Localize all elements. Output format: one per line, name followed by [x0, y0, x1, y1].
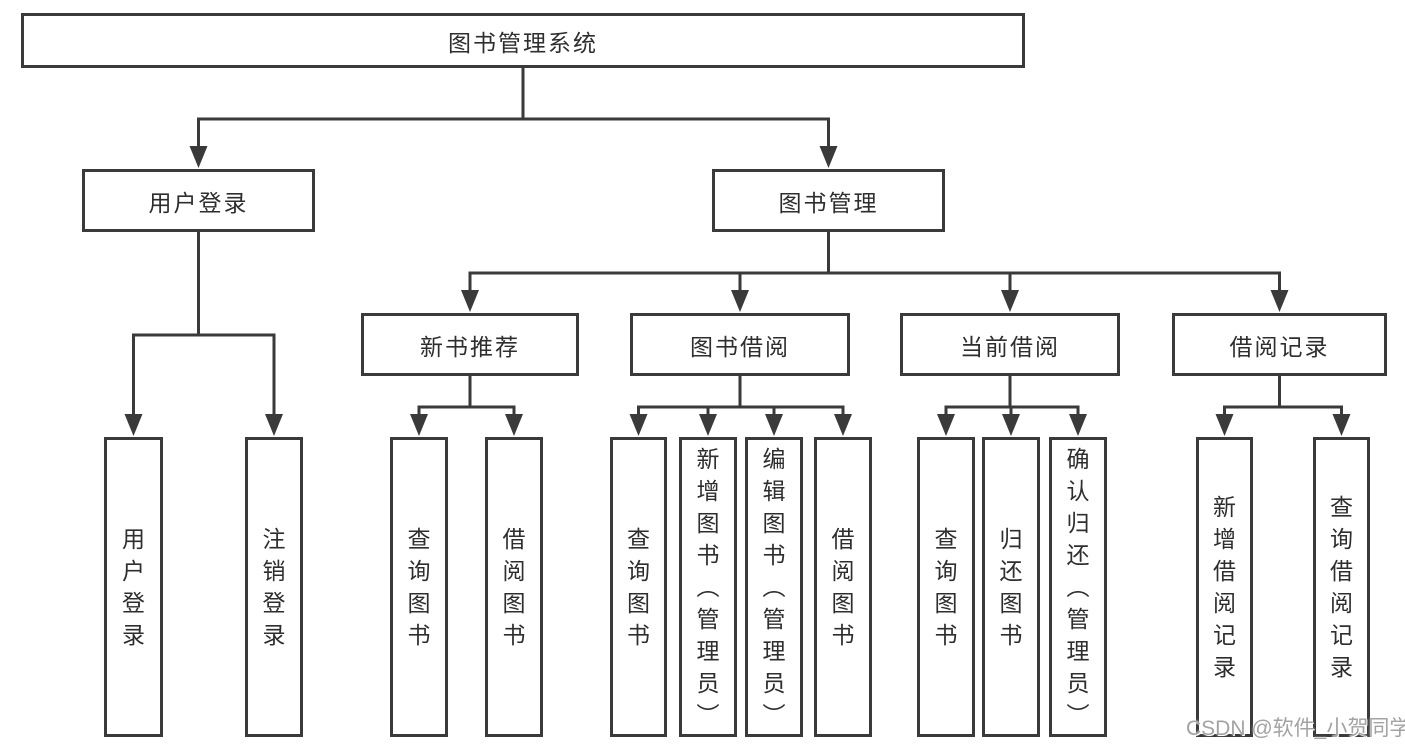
node-label: 查 询 图 书	[407, 526, 431, 648]
arrowhead-icon	[505, 414, 523, 436]
node-label: 借 阅 图 书	[831, 526, 855, 648]
node-root: 图书管理系统	[21, 13, 1025, 68]
node-book-borrow: 图书借阅	[630, 313, 850, 376]
node-label: 查 询 图 书	[627, 526, 650, 648]
node-label: 注 销 登 录	[262, 526, 286, 648]
arrowhead-icon	[265, 414, 283, 436]
node-current-borrow: 当前借阅	[900, 313, 1120, 376]
arrowhead-icon	[1002, 414, 1020, 436]
arrowhead-icon	[1332, 414, 1351, 436]
node-leaf-bb-borrow: 借 阅 图 书	[814, 437, 872, 737]
node-borrow-records: 借阅记录	[1172, 313, 1387, 376]
node-leaf-br-add: 新 增 借 阅 记 录	[1196, 437, 1253, 737]
node-label: 借 阅 图 书	[502, 526, 526, 648]
arrowhead-icon	[1069, 414, 1087, 436]
node-leaf-rec-query: 查 询 图 书	[390, 437, 448, 737]
node-leaf-bb-edit: 编 辑 图 书 ︵ 管 理 员 ︶	[745, 437, 803, 737]
node-leaf-br-query: 查 询 借 阅 记 录	[1313, 437, 1370, 737]
arrowhead-icon	[819, 146, 838, 168]
csdn-watermark: CSDN @软件_小贺同学	[1186, 717, 1405, 740]
arrowhead-icon	[1001, 290, 1019, 312]
arrowhead-icon	[731, 290, 749, 312]
arrowhead-icon	[189, 146, 208, 168]
node-label: 新 增 图 书 ︵ 管 理 员 ︶	[696, 446, 720, 728]
node-label: 归 还 图 书	[999, 526, 1023, 648]
node-label: 新 增 借 阅 记 录	[1213, 494, 1236, 680]
arrowhead-icon	[1270, 290, 1289, 312]
node-label: 用 户 登 录	[122, 526, 145, 648]
node-leaf-bb-add: 新 增 图 书 ︵ 管 理 员 ︶	[679, 437, 737, 737]
node-leaf-cb-return: 归 还 图 书	[982, 437, 1040, 737]
arrowhead-icon	[834, 414, 852, 436]
node-label: 查 询 图 书	[934, 526, 958, 648]
node-label: 图书管理	[778, 189, 879, 216]
node-new-book-rec: 新书推荐	[361, 313, 579, 376]
node-label: 用户登录	[148, 189, 249, 216]
node-leaf-logout: 注 销 登 录	[245, 437, 303, 737]
node-label: 编 辑 图 书 ︵ 管 理 员 ︶	[762, 446, 786, 728]
arrowhead-icon	[629, 414, 648, 436]
node-label: 借阅记录	[1229, 333, 1330, 360]
arrowhead-icon	[410, 414, 428, 436]
node-leaf-cb-confirm: 确 认 归 还 ︵ 管 理 员 ︶	[1049, 437, 1107, 737]
arrowhead-icon	[937, 414, 955, 436]
arrowhead-icon	[461, 290, 479, 312]
node-leaf-bb-query: 查 询 图 书	[610, 437, 667, 737]
arrowhead-icon	[1215, 414, 1234, 436]
node-leaf-cb-query: 查 询 图 书	[917, 437, 975, 737]
node-label: 确 认 归 还 ︵ 管 理 员 ︶	[1066, 446, 1090, 728]
node-book-mgmt: 图书管理	[712, 169, 945, 232]
arrowhead-icon	[699, 414, 717, 436]
node-user-login: 用户登录	[82, 169, 315, 232]
node-label: 图书管理系统	[448, 29, 598, 56]
arrowhead-icon	[765, 414, 783, 436]
node-label: 查 询 借 阅 记 录	[1330, 494, 1353, 680]
node-label: 图书借阅	[690, 333, 790, 360]
node-label: 当前借阅	[960, 333, 1060, 360]
node-label: 新书推荐	[420, 333, 520, 360]
node-leaf-rec-borrow: 借 阅 图 书	[485, 437, 543, 737]
arrowhead-icon	[124, 414, 143, 436]
node-leaf-user-login: 用 户 登 录	[104, 437, 163, 737]
